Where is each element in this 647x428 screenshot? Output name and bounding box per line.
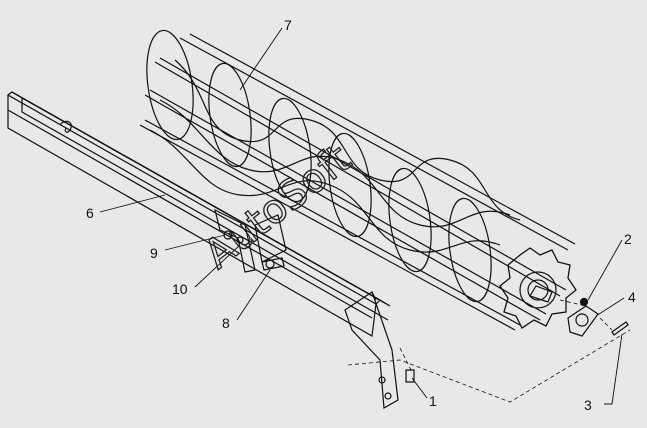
callout-9: 9 bbox=[150, 245, 158, 261]
watermark: AutoSoft bbox=[196, 136, 360, 278]
callout-6: 6 bbox=[86, 205, 94, 221]
callout-3: 3 bbox=[584, 397, 592, 413]
frame-beam bbox=[6, 91, 415, 409]
bearing-parts bbox=[567, 297, 629, 337]
callout-2: 2 bbox=[624, 231, 632, 247]
assembly-lines bbox=[347, 299, 631, 403]
callout-10: 10 bbox=[172, 281, 188, 297]
callout-labels: 7 6 9 10 8 1 2 4 3 bbox=[86, 17, 636, 413]
callout-7: 7 bbox=[284, 17, 292, 33]
leader-lines bbox=[99, 27, 625, 405]
callout-1: 1 bbox=[429, 393, 437, 409]
roller-cage bbox=[139, 29, 577, 331]
callout-4: 4 bbox=[628, 289, 636, 305]
callout-8: 8 bbox=[222, 315, 230, 331]
